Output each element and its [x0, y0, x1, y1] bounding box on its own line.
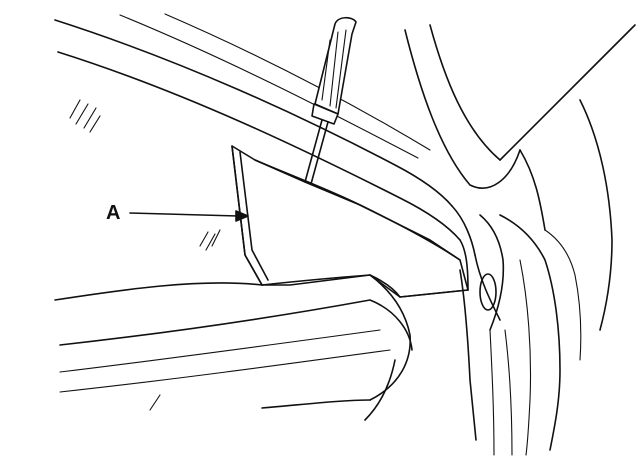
glass-hatch-marks — [69, 99, 221, 251]
window-frame-upper — [54, 13, 461, 241]
pillar-structure — [404, 24, 636, 456]
callout-a-label: A — [106, 202, 121, 224]
door-panel-lower — [54, 274, 413, 421]
flat-screwdriver-icon — [304, 16, 357, 185]
trim-panel — [231, 145, 469, 298]
callout-a-leader — [129, 210, 249, 222]
